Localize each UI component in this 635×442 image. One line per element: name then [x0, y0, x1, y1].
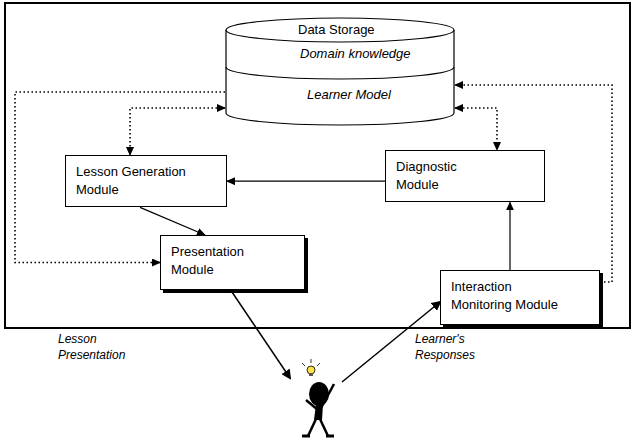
box-label: Lesson Generation Module	[76, 163, 216, 199]
flow-arrow	[509, 202, 510, 270]
process-box: Interaction Monitoring Module	[440, 270, 600, 325]
flow-arrow	[227, 181, 385, 182]
flow-arrow	[140, 207, 205, 235]
presentation-arrow	[232, 292, 290, 378]
process-box: Presentation Module	[160, 235, 305, 290]
data-link	[455, 108, 497, 150]
store-section: Learner Model	[307, 87, 391, 102]
process-box: Diagnostic Module	[385, 150, 545, 202]
store-section: Domain knowledge	[300, 46, 411, 61]
box-label: Presentation Module	[171, 243, 261, 279]
outer-frame	[5, 3, 630, 328]
box-label: Diagnostic Module	[396, 158, 476, 194]
data-link	[130, 108, 225, 155]
store-title: Data Storage	[298, 22, 375, 37]
flow-label: Lesson Presentation	[58, 332, 143, 363]
process-box: Lesson Generation Module	[65, 155, 227, 207]
learner-figure	[302, 359, 334, 436]
box-label: Interaction Monitoring Module	[451, 278, 571, 314]
flow-label: Learner's Responses	[415, 332, 487, 363]
data-storage-cylinder: Data StorageDomain knowledgeLearner Mode…	[225, 17, 455, 127]
